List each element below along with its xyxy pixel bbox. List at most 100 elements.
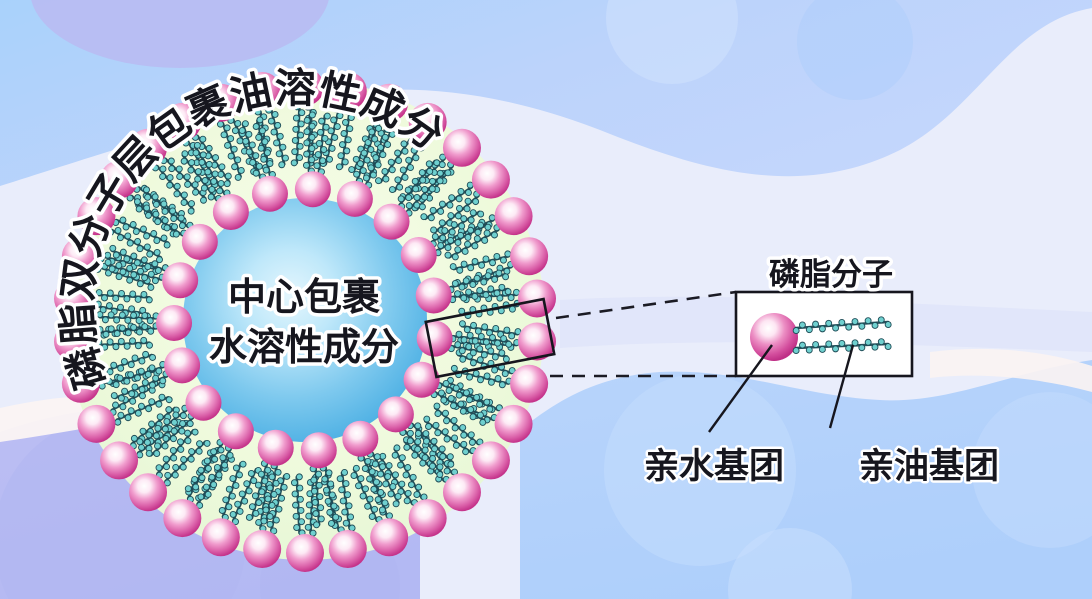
tail-chain (362, 130, 396, 189)
tail-chain (133, 198, 188, 238)
callout-title: 磷脂分子 (769, 257, 893, 292)
hydrophilic-label: 亲水基团 (644, 447, 784, 486)
tail-chain (319, 464, 340, 527)
tail-chain (434, 221, 492, 257)
tail-chain (151, 164, 196, 215)
phospholipid-head-sphere (129, 128, 168, 167)
phospholipid-head-sphere (328, 71, 367, 110)
bg-cream-sliver-right (930, 348, 1092, 392)
phospholipid-head-sphere (53, 279, 92, 318)
tail-chain (449, 330, 513, 348)
phospholipid-head-sphere (518, 322, 557, 361)
phospholipid-head-sphere (403, 361, 440, 398)
phospholipid-head-sphere (163, 102, 202, 141)
lipophilic-label: 亲油基团 (859, 447, 999, 486)
tail-chain (96, 311, 160, 325)
bg-blob-lavender-top (31, 0, 329, 68)
phospholipid-head-sphere (408, 499, 447, 538)
phospholipid-head-sphere (342, 420, 379, 457)
inner-head-group (156, 171, 453, 469)
phospholipid-head-sphere (162, 262, 199, 299)
bg-blob-soft-2 (797, 0, 913, 100)
phospholipid-head-sphere (201, 83, 240, 122)
phospholipid-head-sphere (471, 441, 510, 480)
tail-chain (180, 150, 223, 202)
phospholipid-head-sphere (251, 175, 288, 212)
tail-chain (302, 111, 316, 175)
phospholipid-head-sphere (61, 237, 100, 276)
tail-chain (229, 466, 262, 526)
tail-chain (290, 473, 306, 537)
tail-chain (350, 464, 383, 523)
bg-blob-br-1 (604, 374, 796, 566)
phospholipid-head-sphere (185, 384, 222, 421)
tail-chain (429, 209, 485, 248)
tail-chain (309, 465, 325, 529)
tail-chain (217, 120, 245, 181)
tail-chain (191, 134, 232, 188)
tail-chain (353, 125, 383, 185)
phospholipid-head-sphere (408, 102, 447, 141)
outer-head-group (53, 68, 557, 572)
phospholipid-head-sphere (286, 68, 324, 106)
tail-chain (238, 120, 267, 181)
tail-chain (89, 289, 153, 304)
lipid-tail-group (88, 103, 522, 537)
tail-chain (107, 227, 163, 264)
phospholipid-head-sphere (243, 71, 282, 110)
tail-chain (336, 469, 356, 532)
phospholipid-head-sphere (181, 223, 218, 260)
phospholipid-head-sphere (510, 364, 549, 403)
highlight-rectangle[interactable] (424, 297, 556, 379)
phospholipid-head-sphere (201, 518, 240, 557)
phospholipid-head-sphere (61, 364, 100, 403)
tail-chain (136, 404, 189, 446)
phospholipid-head-sphere (163, 499, 202, 538)
phospholipid-head-sphere (100, 160, 139, 199)
bg-blob-soft-1 (606, 0, 738, 84)
tail-chain (155, 428, 199, 479)
tail-chain (160, 157, 207, 204)
phospholipid-head-sphere (286, 534, 324, 572)
leader-line-head (708, 344, 773, 433)
phospholipid-head-sphere (510, 237, 549, 276)
phospholipid-head-sphere (416, 320, 453, 357)
phospholipid-head-sphere (415, 277, 452, 314)
tail-chain (435, 379, 494, 413)
tail-chain (114, 393, 173, 426)
callout-head-sphere (750, 313, 798, 361)
tail-chain (143, 186, 194, 230)
tail-chain (388, 137, 425, 194)
bg-blob-br-3 (728, 528, 852, 599)
phospholipid-head-sphere (442, 128, 481, 167)
center-text-line2: 水溶性成分 (209, 327, 399, 369)
tail-chain (252, 116, 276, 178)
tail-chain (129, 406, 180, 450)
tail-chain (109, 244, 169, 275)
phospholipid-head-sphere (156, 304, 193, 341)
phospholipid-head-sphere (77, 404, 116, 443)
tail-chain (197, 444, 234, 501)
aqueous-core (183, 198, 427, 442)
tail-chain (792, 316, 892, 335)
phospholipid-head-sphere (400, 237, 437, 274)
phospholipid-head-sphere (257, 429, 294, 466)
tail-chain (366, 450, 402, 508)
tail-chain (449, 283, 512, 304)
bg-blob-br-2 (972, 392, 1092, 548)
tail-chain (455, 349, 516, 378)
tail-chain (459, 320, 522, 340)
phospholipid-head-sphere (494, 404, 533, 443)
phospholipid-head-sphere (300, 432, 337, 469)
tail-chain (112, 216, 171, 249)
tail-chain (90, 336, 153, 352)
tail-chain (423, 415, 477, 456)
phospholipid-head-sphere (77, 197, 116, 236)
tail-chain (265, 106, 289, 169)
tail-chain (433, 402, 484, 446)
tail-chain (218, 460, 247, 521)
tail-chain (420, 181, 474, 222)
